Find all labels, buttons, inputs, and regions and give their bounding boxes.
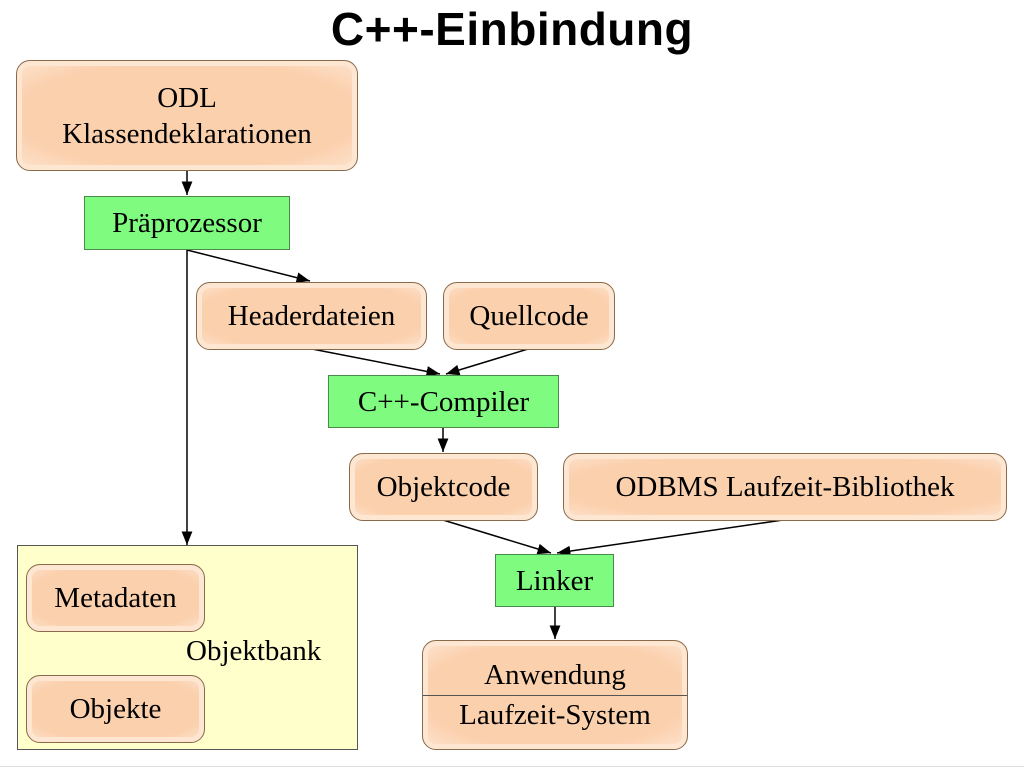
preprocessor-node: Präprozessor xyxy=(84,196,290,250)
application-node: Anwendung Laufzeit-System xyxy=(422,640,688,750)
odl-line2: Klassendeklarationen xyxy=(62,117,312,150)
arrow-objectcode-to-linker xyxy=(442,519,552,555)
runtime-system-label: Laufzeit-System xyxy=(459,699,651,731)
compiler-node: C++-Compiler xyxy=(328,375,559,428)
footer-divider xyxy=(0,766,1024,767)
arrow-runtime-lib-to-linker xyxy=(556,519,784,557)
object-database: Metadaten Objektbank Objekte xyxy=(17,545,358,750)
application-divider xyxy=(423,695,687,696)
linker-node: Linker xyxy=(495,554,614,607)
runtime-library-node: ODBMS Laufzeit-Bibliothek xyxy=(563,453,1007,521)
page-title: C++-Einbindung xyxy=(330,3,694,55)
application-label: Anwendung xyxy=(484,659,626,691)
arrow-source-to-compiler xyxy=(445,348,529,376)
source-code-node: Quellcode xyxy=(443,282,615,350)
arrow-headers-to-compiler xyxy=(311,348,441,377)
metadata-node: Metadaten xyxy=(26,564,205,632)
odl-line1: ODL xyxy=(157,81,217,114)
header-files-node: Headerdateien xyxy=(196,282,427,350)
object-code-node: Objektcode xyxy=(349,453,538,521)
object-database-label: Objektbank xyxy=(186,635,322,667)
odl-declarations-node: ODL Klassendeklarationen xyxy=(16,60,358,171)
arrow-preprocessor-to-headers xyxy=(186,249,311,283)
objects-node: Objekte xyxy=(26,675,205,743)
